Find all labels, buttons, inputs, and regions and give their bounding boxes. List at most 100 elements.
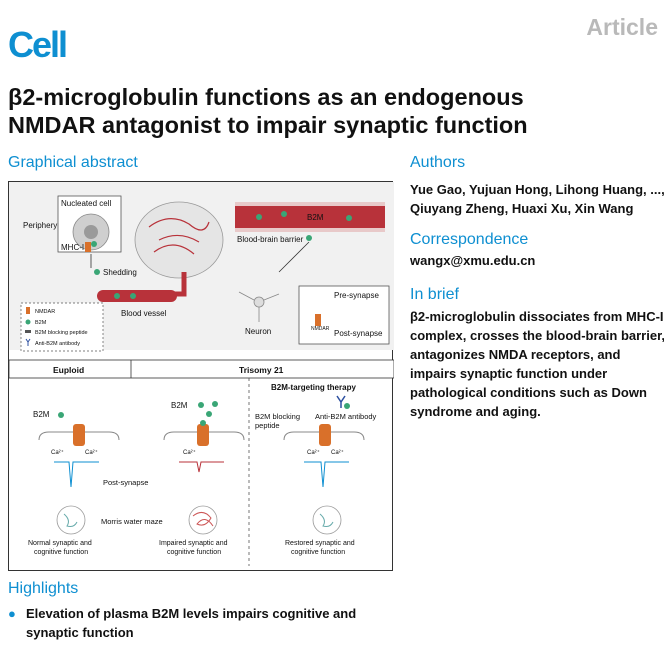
pre-synapse-label: Pre-synapse: [334, 291, 379, 300]
highlights-heading: Highlights: [8, 580, 79, 597]
legend-antibody-icon: [25, 338, 31, 346]
legend-b2m: B2M: [35, 320, 47, 326]
legend-b2m-icon: [25, 319, 31, 325]
col2-b2m-icon-1: [198, 402, 204, 408]
legend-nmdar: NMDAR: [35, 309, 55, 315]
col2-trace: [179, 461, 224, 473]
col1-maze-path: [63, 513, 78, 527]
trisomy-header: Trisomy 21: [239, 365, 284, 375]
col2-b2m-icon-3: [212, 401, 218, 407]
vessel-b2m-2: [130, 293, 136, 299]
legend-antibody: Anti-B2M antibody: [35, 341, 80, 347]
col1-trace: [54, 461, 99, 488]
b2m-bound-icon: [91, 241, 97, 247]
bbb-b2m-2: [281, 211, 287, 217]
col1-b2m-icon: [58, 412, 64, 418]
col3-outcome-2: cognitive function: [291, 549, 345, 556]
euploid-header: Euploid: [53, 365, 84, 375]
legend-box: [20, 302, 104, 352]
bbb-arrow: [278, 241, 310, 273]
col2-ca: Ca²⁺: [183, 449, 196, 456]
highlight-text: Elevation of plasma B2M levels impairs c…: [26, 604, 386, 642]
highlight-line-2: synaptic function: [26, 625, 134, 640]
col3-ca-1: Ca²⁺: [307, 449, 320, 456]
col3-maze-icon: [312, 505, 342, 535]
email-link[interactable]: wangx@xmu.edu.cn: [410, 253, 536, 268]
vessel-b2m-1: [114, 293, 120, 299]
blood-vessel-icon: [97, 290, 177, 302]
col2-maze-path: [192, 512, 214, 527]
col2-outcome-2: cognitive function: [167, 549, 221, 556]
authors-line-2: Qiuyang Zheng, Huaxi Xu, Xin Wang: [410, 201, 634, 216]
in-brief-heading: In brief: [410, 286, 459, 303]
blood-vessel-label: Blood vessel: [121, 309, 167, 318]
brain-vessels: [148, 218, 210, 255]
blocking-peptide-label-2: peptide: [255, 421, 280, 430]
therapy-header: B2M-targeting therapy: [271, 383, 356, 392]
in-brief-text: β2-microglobulin dissociates from MHC-I …: [410, 307, 664, 421]
graphical-abstract-svg: Nucleated cell Periphery MHC-I Shedding …: [9, 182, 394, 566]
synapse-inset: [298, 285, 390, 345]
bbb-label: Blood-brain barrier: [237, 235, 304, 244]
in-brief-line-6: syndrome and aging.: [410, 404, 541, 419]
bbb-b2m-1: [256, 214, 262, 220]
col3-outcome-1: Restored synaptic and: [285, 540, 355, 547]
in-brief-line-2: complex, crosses the blood-brain barrier…: [410, 328, 664, 343]
anti-b2m-label: Anti-B2M antibody: [315, 412, 377, 421]
col1-outcome-2: cognitive function: [34, 549, 88, 556]
bbb-b2m-label: B2M: [307, 213, 324, 222]
periphery-label: Periphery: [23, 221, 57, 230]
col1-outcome-1: Normal synaptic and: [28, 540, 92, 547]
mhc-icon: [85, 242, 91, 252]
correspondence-email[interactable]: wangx@xmu.edu.cn: [410, 251, 662, 270]
col1-b2m-label: B2M: [33, 410, 50, 419]
authors-line-1: Yue Gao, Yujuan Hong, Lihong Huang, ...,: [410, 182, 664, 197]
correspondence-heading: Correspondence: [410, 231, 529, 248]
col1-nmdar-icon: [73, 424, 85, 446]
condition-header-bar: [9, 359, 394, 379]
article-type: Article: [586, 14, 658, 40]
col1-maze-icon: [56, 505, 86, 535]
crossing-b2m: [306, 235, 312, 241]
legend-peptide-icon: [25, 330, 31, 333]
shedding-label: Shedding: [103, 268, 137, 277]
col3-nmdar-icon: [319, 424, 331, 446]
brain-icon: [134, 201, 224, 279]
in-brief-line-1: β2-microglobulin dissociates from MHC-I: [410, 309, 664, 324]
cell-nucleus-icon: [84, 225, 98, 239]
col3-b2m-icon: [344, 403, 350, 409]
graphical-abstract-figure: Nucleated cell Periphery MHC-I Shedding …: [8, 181, 394, 571]
authors-heading: Authors: [410, 154, 466, 171]
col2-nmdar-icon: [197, 424, 209, 446]
title-line-1: β2-microglobulin functions as an endogen…: [8, 84, 524, 110]
legend-nmdar-icon: [26, 307, 30, 314]
journal-logo: Cell: [8, 24, 68, 65]
col3-antibody-icon: [336, 395, 346, 408]
neuron-dendrites: [238, 291, 280, 322]
col3-maze-path: [319, 513, 334, 527]
col3-ca-2: Ca²⁺: [331, 449, 344, 456]
highlight-line-1: Elevation of plasma B2M levels impairs c…: [26, 606, 357, 621]
col2-bound-b2m: [200, 420, 206, 426]
in-brief-line-4: impairs synaptic function under: [410, 366, 608, 381]
post-synapse-inset-label: Post-synapse: [334, 329, 383, 338]
mhc-label: MHC-I: [61, 243, 84, 252]
neuron-label: Neuron: [245, 327, 271, 336]
col2-b2m-label: B2M: [171, 401, 188, 410]
nucleated-cell-label: Nucleated cell: [61, 199, 111, 208]
shed-b2m-icon: [94, 269, 100, 275]
blocking-peptide-label-1: B2M blocking: [255, 412, 300, 421]
bbb-wall-bottom: [235, 228, 385, 232]
title-line-2: NMDAR antagonist to impair synaptic func…: [8, 112, 528, 138]
col1-ca-1: Ca²⁺: [51, 449, 64, 456]
neuron-icon: [253, 296, 265, 308]
inset-nmdar-icon: [315, 314, 321, 326]
col2-b2m-icon-2: [206, 411, 212, 417]
in-brief-line-5: pathological conditions such as Down: [410, 385, 647, 400]
in-brief-line-3: antagonizes NMDA receptors, and: [410, 347, 621, 362]
paper-title: β2-microglobulin functions as an endogen…: [8, 83, 658, 139]
col1-ca-2: Ca²⁺: [85, 449, 98, 456]
inset-nmdar-label: NMDAR: [311, 326, 330, 332]
legend-peptide: B2M blocking peptide: [35, 330, 88, 336]
col2-outcome-1: Impaired synaptic and: [159, 540, 228, 547]
